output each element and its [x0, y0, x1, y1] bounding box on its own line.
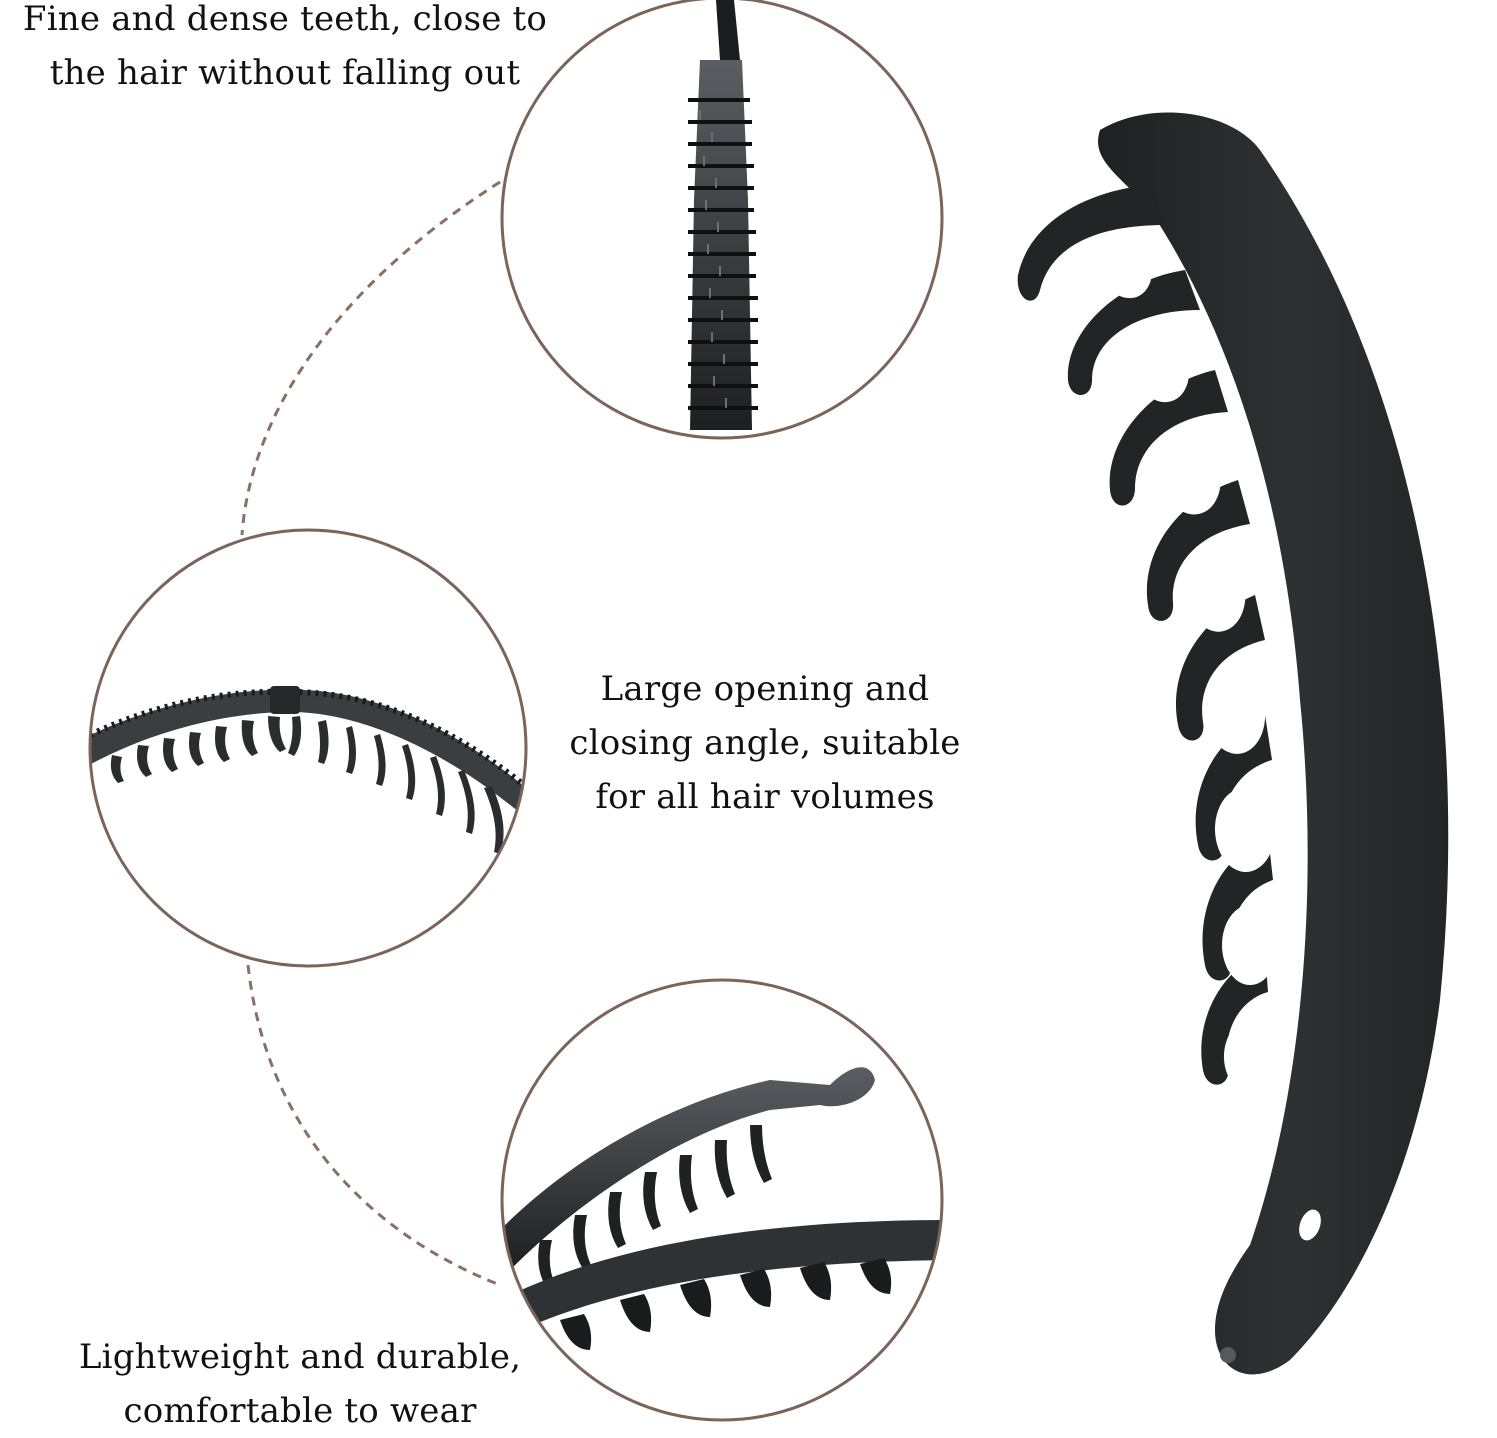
- caption-durable: Lightweight and durable, comfortable to …: [55, 1330, 545, 1438]
- caption-teeth-line-1: Fine and dense teeth, close to: [22, 0, 548, 39]
- caption-opening-line-2: closing angle, suitable: [569, 723, 961, 763]
- detail-circle-teeth: [500, 0, 944, 440]
- banana-clip-image: [1017, 112, 1449, 1375]
- caption-teeth-line-2: the hair without falling out: [49, 53, 521, 93]
- detail-circle-opening: [88, 528, 528, 968]
- caption-durable-line-2: comfortable to wear: [123, 1391, 477, 1431]
- caption-opening-line-1: Large opening and: [600, 669, 930, 709]
- caption-opening-line-3: for all hair volumes: [595, 777, 935, 817]
- detail-circle-durable: [500, 978, 944, 1422]
- dashed-connector-arc: [240, 180, 501, 1287]
- caption-opening: Large opening and closing angle, suitabl…: [545, 662, 985, 824]
- caption-teeth: Fine and dense teeth, close to the hair …: [0, 0, 570, 100]
- caption-durable-line-1: Lightweight and durable,: [78, 1337, 522, 1377]
